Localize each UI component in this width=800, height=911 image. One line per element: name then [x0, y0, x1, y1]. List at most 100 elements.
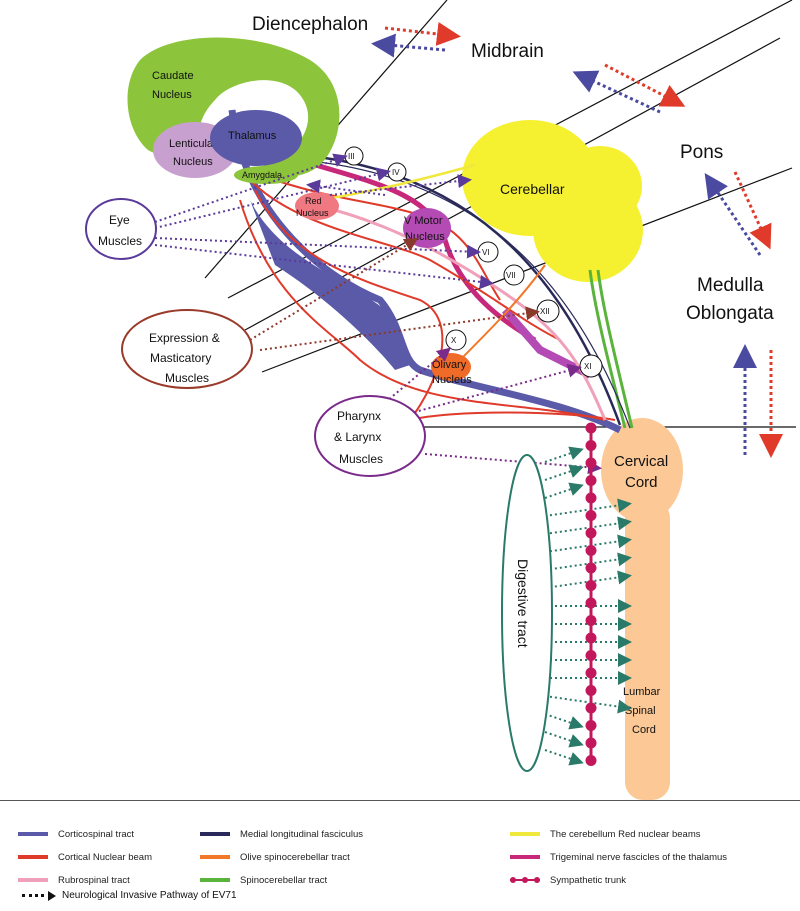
cervical-label-1: Cervical	[614, 453, 668, 470]
digestive-arrow	[544, 446, 584, 463]
red-to-cerebellar-path	[329, 174, 472, 196]
legend-swatch-sympathetic	[510, 877, 540, 883]
lenticular-label-1: Lenticular	[169, 138, 217, 150]
sympathetic-ganglion	[585, 650, 597, 661]
digestive-tract-shape[interactable]	[501, 454, 553, 772]
digestive-arrow	[544, 552, 632, 571]
eye-to-iii-path	[154, 153, 348, 223]
eye-muscles-label-1: Eye	[109, 213, 130, 227]
cn-vii-circle	[503, 264, 525, 286]
legend-label-spinocerebellar: Spinocerebellar tract	[240, 874, 328, 886]
expr-label-2: Masticatory	[150, 351, 211, 365]
eye-to-vi-path	[154, 237, 481, 259]
sympathetic-ganglion	[585, 720, 597, 731]
medial-longitudinal-fasciculus-2	[299, 159, 631, 429]
legend-swatch-rubrospinal	[18, 878, 48, 882]
cortical-nuclear-beam-3	[239, 199, 606, 421]
legend-item-olive-spino: Olive spinocerebellar tract	[200, 850, 350, 864]
legend-item-rubrospinal: Rubrospinal tract	[18, 873, 130, 887]
expr-to-xii-path	[259, 306, 540, 351]
pharynx-muscles-shape[interactable]	[314, 395, 426, 477]
spinal-cord	[601, 418, 683, 800]
olive-spinocerebellar-tract	[454, 264, 546, 366]
cerebellar-lobe-upper	[558, 146, 642, 226]
legend-label-rubrospinal: Rubrospinal tract	[58, 874, 130, 886]
legend-item-mlf: Medial longitudinal fasciculus	[200, 827, 363, 841]
legend-label-cortical-nuclear: Cortical Nuclear beam	[58, 851, 152, 863]
invasive-pathways	[154, 153, 602, 475]
digestive-arrow	[544, 731, 584, 748]
pons-label: Pons	[680, 142, 723, 163]
legend-label-mlf: Medial longitudinal fasciculus	[240, 828, 364, 840]
legend-swatch-mlf	[200, 832, 230, 836]
pons-down-arrow-top	[604, 63, 686, 107]
amygdala-shape	[234, 166, 298, 184]
legend-item-trigeminal: Trigeminal nerve fascicles of the thalam…	[510, 850, 727, 864]
expression-muscles-shape[interactable]	[121, 309, 253, 389]
sympathetic-ganglion	[585, 755, 597, 766]
cn-vii-label: VII	[506, 271, 516, 280]
medulla-label-1: Medulla	[697, 275, 764, 296]
eye-muscles-label-2: Muscles	[98, 234, 142, 248]
red-nucleus-shape	[295, 192, 339, 220]
cranial-nerves	[344, 146, 603, 378]
lumbar-label-3: Cord	[632, 724, 656, 736]
sympathetic-ganglion	[585, 580, 597, 591]
digestive-arrow	[544, 516, 632, 535]
expr-label-1: Expression &	[149, 331, 220, 345]
sympathetic-ganglion	[585, 562, 597, 574]
lumbar-label-1: Lumbar	[623, 686, 661, 698]
cerebellum-red-nuclear-beam	[319, 163, 476, 202]
legend-swatch-cortical-nuclear	[18, 855, 48, 859]
sympathetic-ganglion	[585, 457, 597, 469]
sympathetic-ganglion	[585, 597, 597, 609]
sympathetic-ganglion	[585, 475, 597, 486]
sympathetic-ganglion	[585, 702, 597, 714]
amygdala-label: Amygdala	[242, 170, 282, 180]
thalamus-label: Thalamus	[228, 130, 277, 142]
caudate-label-1: Caudate	[152, 70, 194, 82]
spinocerebellar-tract-2	[596, 269, 634, 429]
cn-vi-label: VI	[482, 248, 490, 257]
legend-item-spinocerebellar: Spinocerebellar tract	[200, 873, 327, 887]
digestive-arrow	[544, 498, 632, 517]
eye-muscles-shape[interactable]	[85, 198, 157, 260]
legend-swatch-corticospinal	[18, 832, 48, 836]
sympathetic-ganglion	[585, 632, 597, 644]
v-motor-label-2: Nucleus	[405, 231, 445, 243]
medulla-label-2: Oblongata	[686, 303, 774, 324]
pons-down-arrow	[733, 171, 772, 250]
legend-label-corticospinal: Corticospinal tract	[58, 828, 135, 840]
sympathetic-ganglia	[585, 422, 597, 766]
legend-pathway-arrowhead	[48, 890, 56, 901]
cervical-cord-shape	[601, 418, 683, 522]
cn-x-label: X	[451, 336, 457, 345]
diencephalon-down-arrow	[384, 22, 461, 46]
legend-item-corticospinal: Corticospinal tract	[18, 827, 134, 841]
digestive-arrow	[544, 534, 632, 553]
thalamus-shape	[210, 110, 302, 166]
expr-label-3: Muscles	[165, 371, 209, 385]
eye-to-thalamus-path	[154, 244, 494, 289]
legend-swatch-cerebellum-red	[510, 832, 540, 836]
neural-pathway-diagram: Caudate Nucleus Lenticular Nucleus Thala…	[85, 0, 796, 800]
sympathetic-ganglion	[585, 422, 597, 434]
diencephalon-label: Diencephalon	[252, 14, 368, 35]
sympathetic-ganglion	[585, 685, 597, 696]
sympathetic-ganglion	[585, 440, 597, 451]
cerebellum	[462, 120, 643, 282]
legend-swatch-spinocerebellar	[200, 878, 230, 882]
cn-x-circle	[445, 329, 467, 351]
corticospinal-bundle	[250, 200, 410, 370]
lenticular-label-2: Nucleus	[173, 156, 213, 168]
digestive-arrow	[544, 749, 584, 766]
digestive-arrow	[544, 482, 584, 499]
red-nucleus-label-2: Nucleus	[296, 208, 329, 218]
sympathetic-ganglion	[585, 545, 597, 556]
legend-item-sympathetic: Sympathetic trunk	[510, 873, 626, 887]
digestive-arrow	[544, 570, 632, 589]
legend-label-trigeminal: Trigeminal nerve fascicles of the thalam…	[550, 851, 728, 863]
legend-label-olive-spino: Olive spinocerebellar tract	[240, 851, 350, 863]
sympathetic-ganglion	[585, 737, 597, 749]
legend-label-sympathetic: Sympathetic trunk	[550, 874, 627, 886]
